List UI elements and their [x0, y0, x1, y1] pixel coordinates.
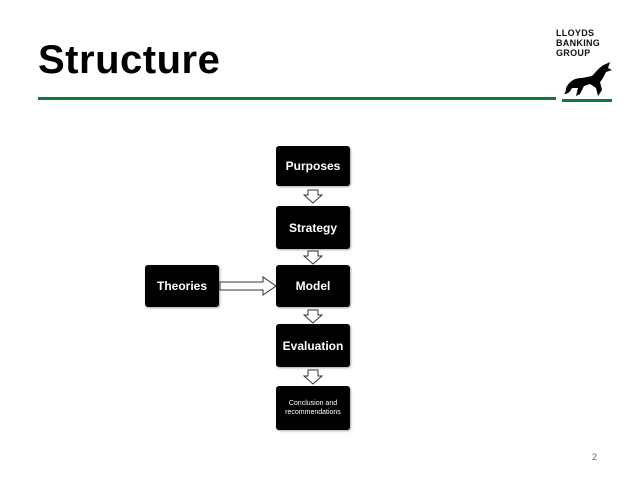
down-arrow-icon — [303, 309, 323, 324]
black-horse-icon — [564, 62, 612, 96]
logo-divider — [562, 99, 612, 102]
strategy-box: Strategy — [276, 206, 350, 249]
logo-line-1: LLOYDS — [556, 28, 595, 38]
right-arrow-icon — [219, 276, 277, 296]
page-number: 2 — [592, 452, 598, 462]
conclusion-label: Conclusion and recommendations — [285, 400, 341, 416]
title-divider — [38, 97, 556, 100]
down-arrow-icon — [303, 369, 323, 385]
theories-label: Theories — [156, 279, 207, 293]
model-label: Model — [295, 279, 331, 293]
evaluation-label: Evaluation — [282, 338, 344, 353]
strategy-label: Strategy — [288, 220, 338, 235]
down-arrow-icon — [303, 250, 323, 265]
down-arrow-icon — [303, 189, 323, 204]
model-box: Model — [276, 265, 350, 307]
purposes-box: Purposes — [276, 146, 350, 186]
logo-line-2: BANKING — [556, 38, 601, 48]
conclusion-box: Conclusion and recommendations — [276, 386, 350, 430]
evaluation-box: Evaluation — [276, 324, 350, 367]
theories-box: Theories — [145, 265, 219, 307]
logo-line-3: GROUP — [556, 48, 591, 58]
purposes-label: Purposes — [285, 159, 341, 173]
slide-title: Structure — [38, 38, 221, 82]
lloyds-logo: LLOYDS BANKING GROUP — [556, 28, 618, 98]
